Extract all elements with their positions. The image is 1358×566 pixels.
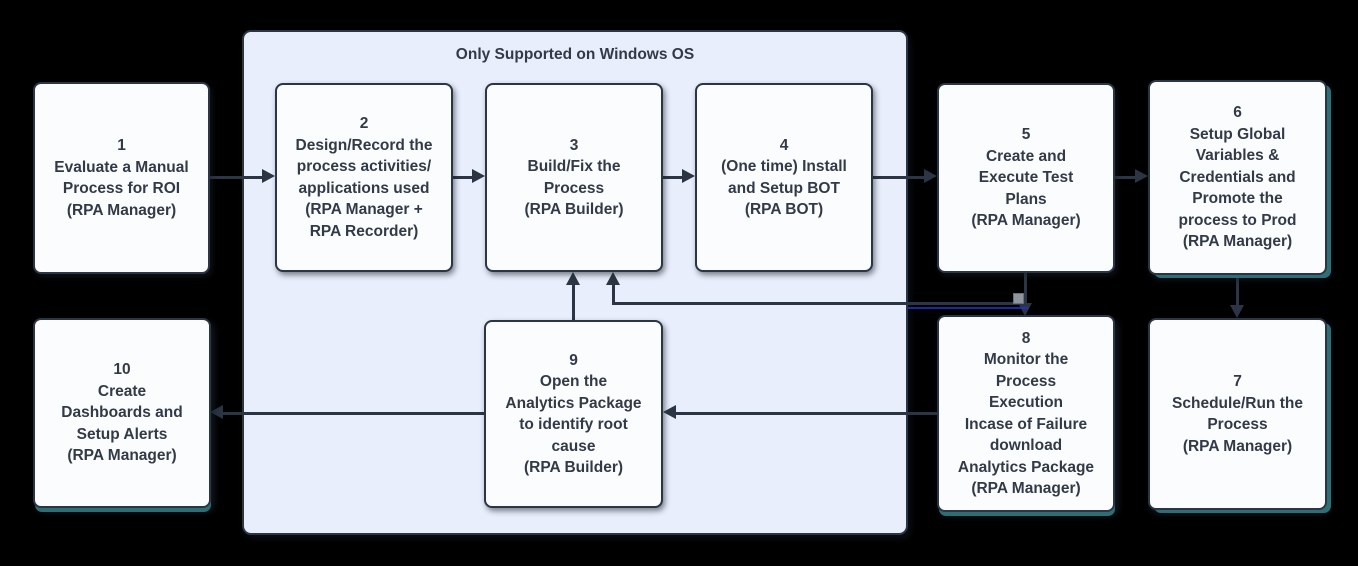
flow-box-10: 10 Create Dashboards and Setup Alerts (R…: [33, 318, 211, 508]
flow-box-4-label: 4 (One time) Install and Setup BOT (RPA …: [721, 136, 847, 219]
arrow-5-6-head: [1135, 169, 1148, 183]
arrow-8-9-head: [663, 405, 676, 419]
flow-box-9: 9 Open the Analytics Package to identify…: [484, 320, 663, 508]
edge-highlight-line: [908, 307, 1028, 309]
flow-box-3-label: 3 Build/Fix the Process (RPA Builder): [524, 136, 624, 219]
flow-box-10-label: 10 Create Dashboards and Setup Alerts (R…: [61, 361, 183, 465]
flow-box-6: 6 Setup Global Variables & Credentials a…: [1148, 80, 1327, 275]
arrow-6-7-line: [1236, 275, 1239, 306]
arrow-4-5-line: [873, 176, 925, 179]
arrow-1-2-head: [262, 169, 275, 183]
flow-box-8: 8 Monitor the Process Execution Incase o…: [937, 315, 1115, 512]
flow-box-6-label: 6 Setup Global Variables & Credentials a…: [1178, 104, 1297, 251]
container-title: Only Supported on Windows OS: [455, 46, 695, 63]
flow-box-7-label: 7 Schedule/Run the Process (RPA Manager): [1172, 373, 1303, 455]
arrow-2-3-head: [472, 169, 485, 183]
flow-box-5-label: 5 Create and Execute Test Plans (RPA Man…: [971, 126, 1081, 230]
arrow-2-3-line: [453, 176, 474, 179]
flow-box-1-label: 1 Evaluate a Manual Process for ROI (RPA…: [54, 137, 189, 219]
arrow-5-6-line: [1115, 176, 1136, 179]
arrow-1-2-line: [210, 176, 263, 179]
edge-waypoint-marker: [1013, 293, 1024, 304]
arrow-5-branch-vline: [1024, 272, 1027, 305]
arrow-5-8-head: [1018, 303, 1032, 316]
arrow-9-10-head: [210, 405, 223, 419]
arrow-8-9-line: [675, 412, 937, 415]
flow-box-4: 4 (One time) Install and Setup BOT (RPA …: [695, 83, 873, 272]
flow-box-8-label: 8 Monitor the Process Execution Incase o…: [957, 329, 1095, 498]
arrow-5-3-vline: [612, 284, 615, 304]
flow-box-5: 5 Create and Execute Test Plans (RPA Man…: [937, 83, 1115, 273]
flow-box-2: 2 Design/Record the process activities/ …: [275, 83, 453, 272]
flow-box-3: 3 Build/Fix the Process (RPA Builder): [485, 83, 663, 272]
arrow-9-10-line: [222, 412, 484, 415]
arrow-3-4-head: [682, 169, 695, 183]
flow-box-7: 7 Schedule/Run the Process (RPA Manager): [1148, 318, 1327, 510]
flow-box-9-label: 9 Open the Analytics Package to identify…: [505, 351, 642, 477]
arrow-6-7-head: [1230, 305, 1244, 318]
arrow-3-4-line: [663, 176, 684, 179]
arrow-4-5-head: [924, 169, 937, 183]
arrow-9-3-line: [572, 284, 575, 320]
flow-box-1: 1 Evaluate a Manual Process for ROI (RPA…: [33, 82, 210, 274]
flow-box-2-label: 2 Design/Record the process activities/ …: [295, 115, 433, 240]
arrow-9-3-head: [566, 272, 580, 285]
arrow-5-3-head: [606, 272, 620, 285]
arrow-5-3-hline: [612, 302, 1027, 305]
